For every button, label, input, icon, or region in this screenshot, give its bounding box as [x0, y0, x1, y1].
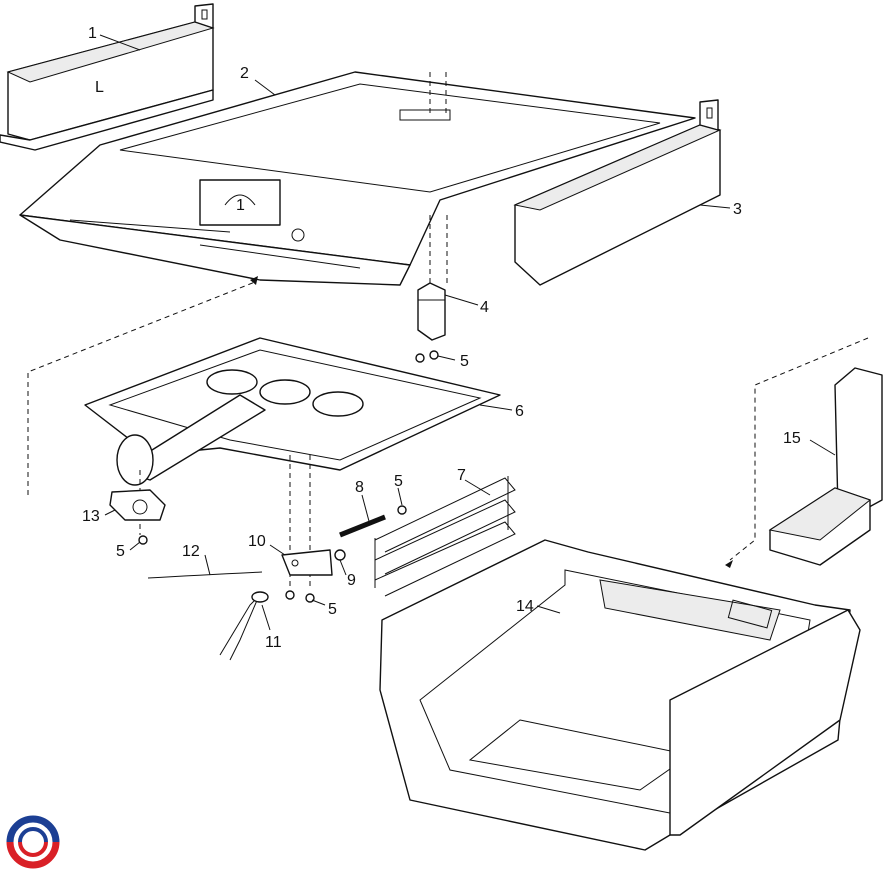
guide-line — [27, 281, 256, 495]
screw — [285, 590, 295, 600]
callout-8: 8 — [355, 479, 364, 496]
callout-7: 7 — [457, 467, 466, 484]
callout-5-mount: 5 — [116, 543, 125, 560]
guide-line — [729, 337, 869, 561]
part-13-mount — [109, 489, 166, 521]
leader-lines — [99, 34, 836, 631]
part-8-rod — [339, 505, 407, 538]
callout-6: 6 — [515, 403, 524, 420]
callout-15: 15 — [783, 430, 801, 447]
part-1-left-bracket: L — [0, 3, 215, 151]
screw — [138, 535, 148, 545]
callout-3: 3 — [733, 201, 742, 218]
brand-logo — [3, 812, 63, 872]
callout-11: 11 — [265, 634, 282, 651]
callout-5-igniter: 5 — [328, 601, 337, 618]
callout-10: 10 — [248, 533, 266, 550]
callout-2: 2 — [240, 65, 249, 82]
callout-5-bracket: 5 — [460, 353, 469, 370]
part-2-top-panel: 1 — [19, 71, 696, 286]
oven-cavity — [379, 539, 861, 851]
part-15-side-bracket — [768, 367, 883, 566]
arrow-head — [250, 276, 258, 285]
callout-12: 12 — [182, 543, 200, 560]
callout-1: 1 — [88, 25, 97, 42]
part-11-thermocouple — [219, 591, 269, 661]
callout-9: 9 — [347, 572, 356, 589]
tray-mark: 1 — [236, 197, 245, 214]
callout-5-element: 5 — [394, 473, 403, 490]
part-4-bracket — [417, 282, 446, 341]
part-12-wire — [147, 571, 263, 579]
callout-13: 13 — [82, 508, 100, 525]
callout-14: 14 — [516, 598, 534, 615]
arrow-head — [725, 560, 733, 568]
part-10-igniter-bracket — [281, 549, 346, 576]
bracket-mark: L — [95, 79, 104, 96]
part-7-element — [374, 476, 516, 597]
callout-4: 4 — [480, 299, 489, 316]
part-3-right-bracket — [513, 99, 722, 286]
screw-pair — [415, 350, 439, 363]
part-6-burner-plate — [84, 337, 501, 486]
